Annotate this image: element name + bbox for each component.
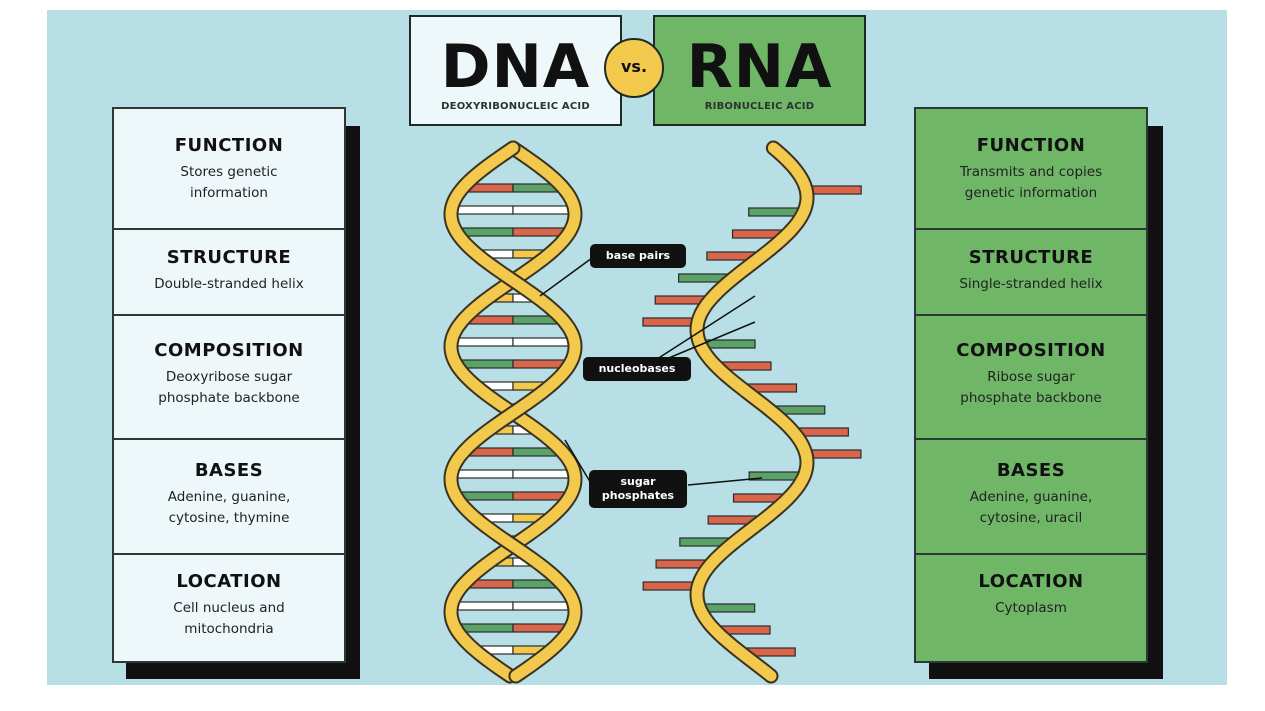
dna-title-box: DNA DEOXYRIBONUCLEIC ACID: [409, 15, 622, 126]
rna-location-heading: LOCATION: [978, 571, 1084, 592]
dna-base-right: [512, 469, 576, 479]
sugar-phosphates-label: sugar phosphates: [589, 470, 687, 508]
rna-function-heading: FUNCTION: [976, 135, 1086, 156]
dna-structure-text: Double-stranded helix: [154, 276, 304, 292]
rna-single-helix: [689, 140, 815, 684]
rna-composition-cell: COMPOSITION Ribose sugar phosphate backb…: [916, 316, 1146, 440]
rna-bases-heading: BASES: [996, 460, 1066, 481]
dna-base-right: [512, 601, 576, 611]
rna-nucleobase: [642, 317, 699, 327]
callout-line: [564, 439, 593, 486]
rna-composition-heading: COMPOSITION: [956, 340, 1106, 361]
dna-base-right: [512, 205, 576, 215]
dna-double-helix: [443, 140, 583, 684]
base-pairs-label: base pairs: [590, 244, 686, 268]
rna-properties-card: FUNCTION Transmits and copies genetic in…: [914, 107, 1148, 663]
rna-structure-cell: STRUCTURE Single-stranded helix: [916, 230, 1146, 316]
callout-line: [687, 477, 763, 486]
dna-base-left: [450, 205, 514, 215]
dna-bases-text: Adenine, guanine, cytosine, thymine: [167, 489, 291, 526]
dna-structure-heading: STRUCTURE: [166, 247, 292, 268]
rna-nucleobase: [805, 449, 862, 459]
dna-strand-b: [445, 142, 581, 682]
dna-base-left: [450, 469, 514, 479]
dna-function-text: Stores genetic information: [180, 164, 278, 201]
dna-function-cell: FUNCTION Stores genetic information: [114, 109, 344, 230]
dna-composition-heading: COMPOSITION: [154, 340, 304, 361]
rna-strand: [691, 142, 813, 682]
dna-bases-heading: BASES: [194, 460, 264, 481]
rna-function-cell: FUNCTION Transmits and copies genetic in…: [916, 109, 1146, 230]
rna-structure-heading: STRUCTURE: [968, 247, 1094, 268]
dna-base-left: [450, 337, 514, 347]
vs-badge: vs.: [604, 38, 664, 98]
dna-location-cell: LOCATION Cell nucleus and mitochondria: [114, 555, 344, 661]
nucleobases-label: nucleobases: [583, 357, 691, 381]
rna-bases-text: Adenine, guanine, cytosine, uracil: [969, 489, 1093, 526]
rna-subtitle: RIBONUCLEIC ACID: [704, 101, 815, 112]
rna-bases-cell: BASES Adenine, guanine, cytosine, uracil: [916, 440, 1146, 555]
rna-location-cell: LOCATION Cytoplasm: [916, 555, 1146, 661]
rna-title-box: RNA RIBONUCLEIC ACID: [653, 15, 866, 126]
dna-base-right: [512, 337, 576, 347]
dna-structure-cell: STRUCTURE Double-stranded helix: [114, 230, 344, 316]
dna-composition-cell: COMPOSITION Deoxyribose sugar phosphate …: [114, 316, 344, 440]
rna-nucleobase: [805, 185, 862, 195]
dna-location-heading: LOCATION: [176, 571, 282, 592]
rna-location-text: Cytoplasm: [995, 600, 1067, 616]
rna-title: RNA: [686, 32, 833, 102]
dna-bases-cell: BASES Adenine, guanine, cytosine, thymin…: [114, 440, 344, 555]
dna-composition-text: Deoxyribose sugar phosphate backbone: [158, 369, 300, 406]
dna-function-heading: FUNCTION: [174, 135, 284, 156]
dna-base-left: [450, 601, 514, 611]
dna-location-text: Cell nucleus and mitochondria: [173, 600, 285, 637]
rna-composition-text: Ribose sugar phosphate backbone: [960, 369, 1102, 406]
rna-function-text: Transmits and copies genetic information: [959, 164, 1103, 201]
rna-structure-text: Single-stranded helix: [959, 276, 1103, 292]
dna-subtitle: DEOXYRIBONUCLEIC ACID: [441, 101, 590, 112]
dna-properties-card: FUNCTION Stores genetic information STRU…: [112, 107, 346, 663]
dna-title: DNA: [440, 32, 591, 102]
callout-line: [539, 257, 593, 297]
